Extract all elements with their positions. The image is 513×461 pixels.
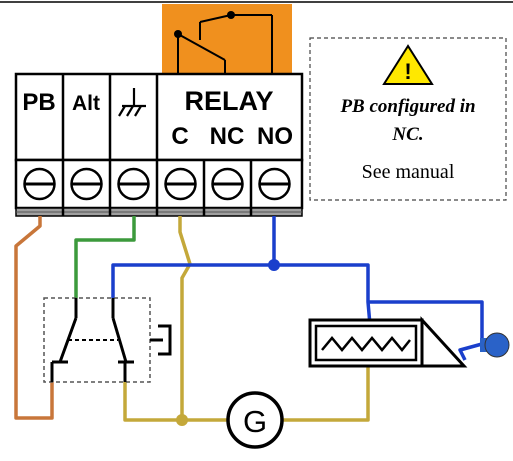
label-relay-no: NO	[257, 123, 293, 150]
motor-icon	[480, 332, 510, 358]
label-relay-c: C	[171, 123, 188, 150]
heating-element	[308, 316, 468, 368]
svg-text:!: !	[404, 59, 411, 84]
label-relay: RELAY	[184, 86, 273, 116]
wire-yellow	[123, 216, 370, 422]
note-line-1: PB configured in	[339, 96, 475, 117]
ground-icon	[118, 88, 146, 117]
generator: G	[226, 391, 284, 449]
push-button-switch	[43, 297, 172, 383]
terminal-screw-icon[interactable]	[23, 167, 56, 201]
relay-contact-dots	[174, 11, 235, 38]
terminal-screw-icon[interactable]	[117, 167, 150, 201]
wire-junctions	[176, 259, 280, 426]
push-actuator-icon	[150, 324, 172, 356]
terminal-screw-icon[interactable]	[258, 167, 291, 201]
note-line-2: NC.	[391, 124, 423, 145]
relay-contacts-icon	[177, 14, 273, 82]
terminal-screw-icon[interactable]	[164, 167, 197, 201]
terminal-screws	[23, 167, 291, 201]
terminal-screw-icon[interactable]	[70, 167, 103, 201]
terminal-screw-icon[interactable]	[211, 167, 244, 201]
wire-green	[74, 216, 136, 298]
warning-icon: !	[382, 44, 434, 85]
label-alt: Alt	[72, 92, 100, 115]
wire-orange	[14, 216, 54, 420]
label-relay-nc: NC	[210, 123, 245, 150]
generator-label: G	[243, 404, 267, 439]
relay-housing	[162, 4, 292, 82]
label-pb: PB	[22, 89, 55, 116]
terminal-block	[14, 72, 304, 217]
heater-coil-icon	[321, 336, 411, 352]
note-line-3: See manual	[362, 161, 455, 183]
